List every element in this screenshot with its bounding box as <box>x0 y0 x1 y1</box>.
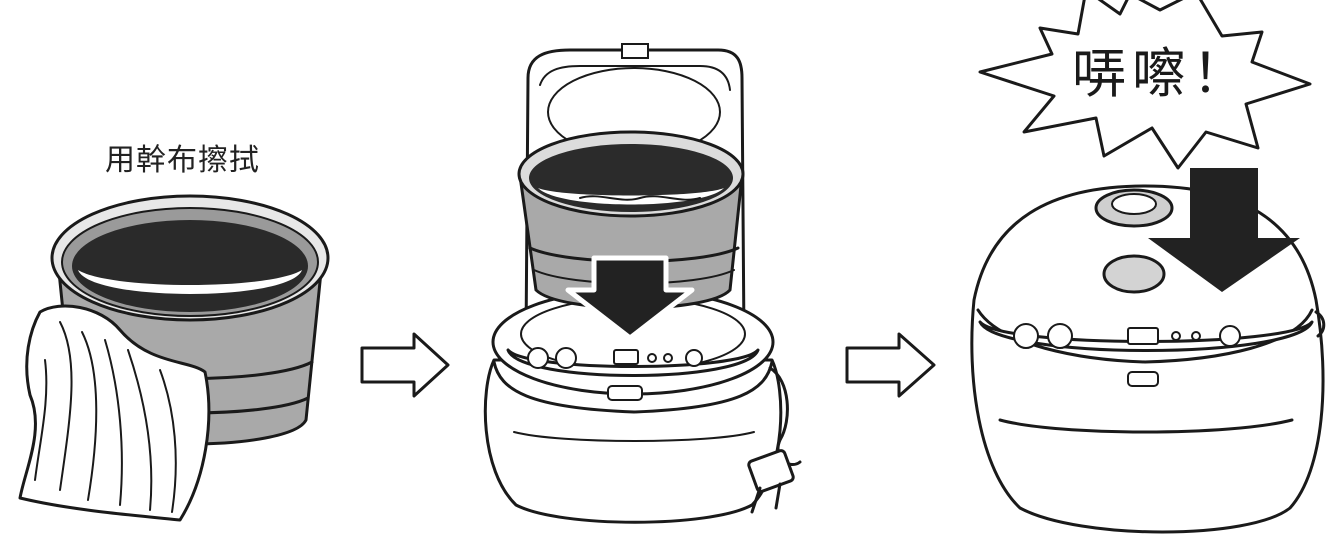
starburst-icon <box>978 0 1312 170</box>
outline-arrow-right-icon <box>845 332 936 398</box>
step1-caption: 用幹布擦拭 <box>105 143 260 178</box>
step2-inner-pot <box>517 130 745 310</box>
click-sound-label: 哢嚓！ <box>1072 42 1252 105</box>
step3-closed-cooker <box>970 184 1326 534</box>
down-arrow-icon <box>1148 168 1300 292</box>
step1-cloth <box>18 304 211 522</box>
outline-arrow-right-icon <box>360 332 450 398</box>
down-arrow-icon <box>565 255 695 341</box>
